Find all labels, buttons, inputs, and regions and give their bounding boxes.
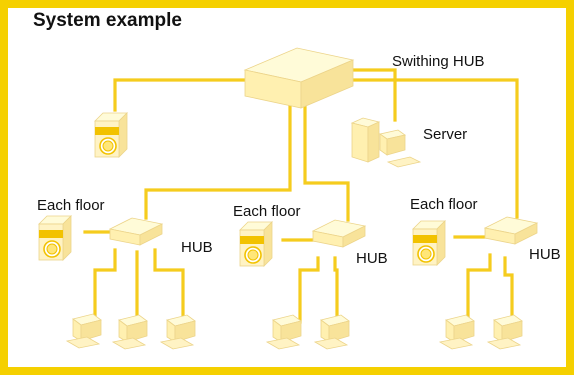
switching-hub-label: Swithing HUB (392, 53, 485, 70)
hub-label: HUB (529, 246, 561, 263)
network-cables (83, 68, 519, 324)
hub-label: HUB (356, 250, 388, 267)
server-label: Server (423, 126, 468, 143)
floor-label: Each floor (37, 197, 105, 214)
pc-terminal-icon (160, 314, 196, 350)
diagram-title: System example (33, 10, 182, 31)
pc-terminal-icon (439, 314, 475, 350)
pc-terminal-icon (314, 314, 350, 350)
pc-terminal-icon (112, 314, 148, 350)
floor-label: Each floor (410, 196, 478, 213)
floor-label: Each floor (233, 203, 301, 220)
pc-terminal-icon (487, 314, 523, 350)
network-camera-icon (94, 112, 128, 158)
pc-terminal-icon (266, 314, 302, 350)
hub-label: HUB (181, 239, 213, 256)
floor-hub-icon (484, 216, 538, 245)
floor-hub-icon (312, 219, 366, 248)
network-camera-icon (239, 221, 273, 267)
pc-terminal-icon (66, 313, 102, 349)
floor-hub-icon (109, 217, 163, 246)
network-camera-icon (38, 215, 72, 261)
switching-hub-icon (243, 47, 355, 109)
network-camera-icon (412, 220, 446, 266)
server-icon (350, 117, 422, 168)
